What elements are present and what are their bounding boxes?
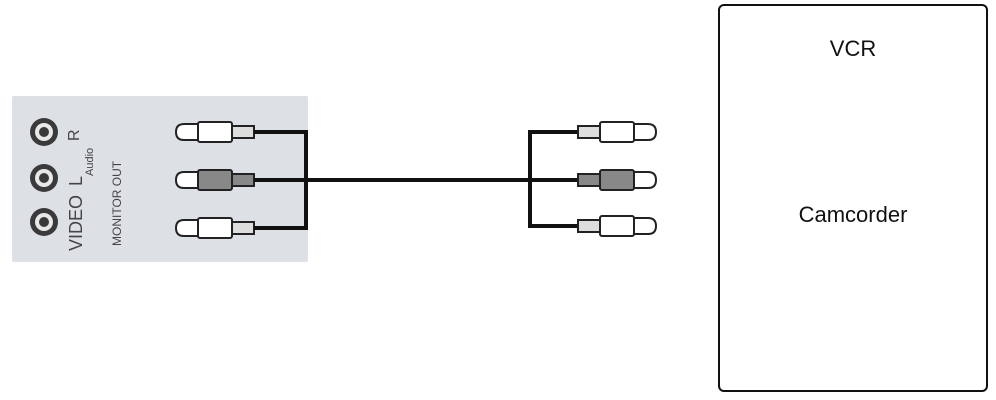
left-plug-top	[174, 121, 255, 143]
panel-labels: VIDEO L R Audio MONITOR OUT	[66, 106, 156, 256]
left-plug-middle	[174, 169, 255, 191]
left-plug-bottom	[174, 217, 255, 239]
vcr-label: VCR	[829, 36, 877, 61]
audio-right-label: R	[66, 129, 83, 141]
camcorder-label: Camcorder	[798, 202, 908, 227]
audio-label: Audio	[84, 147, 96, 176]
right-plug-top	[577, 121, 658, 143]
audio-left-jack	[30, 164, 58, 192]
left-cables	[254, 130, 530, 230]
audio-left-label: L	[66, 175, 86, 186]
external-devices-box: VCR Camcorder	[718, 4, 988, 392]
monitor-out-label: MONITOR OUT	[110, 160, 124, 246]
right-plug-middle	[577, 169, 658, 191]
right-plug-bottom	[577, 215, 658, 237]
video-label: VIDEO	[66, 194, 86, 251]
audio-right-jack	[30, 118, 58, 146]
video-jack	[30, 208, 58, 236]
right-cables	[528, 130, 578, 228]
